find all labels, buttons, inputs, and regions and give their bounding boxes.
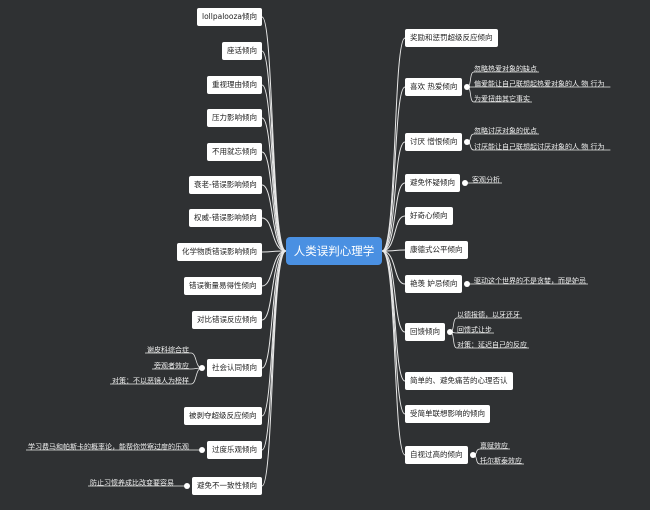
left-branch-12-subtopic-0[interactable]: 学习费马和帕斯卡的概率论，能帮你觉察过度的乐观 [28,443,189,451]
right-branch-4[interactable]: 好奇心倾向 [405,207,453,225]
right-branch-7-subtopic-1[interactable]: 回馈式让步 [457,326,492,334]
left-branch-13[interactable]: 避免不一致性倾向 [192,477,262,495]
left-branch-1[interactable]: 座话倾向 [222,42,262,60]
left-branch-10[interactable]: 社会认同倾向 [207,359,262,377]
right-branch-3-subtopic-0[interactable]: 客观分析 [472,176,500,184]
collapse-dot[interactable] [462,180,468,186]
right-branch-7-subtopic-0[interactable]: 以德报德，以牙还牙 [457,311,520,319]
right-branch-0[interactable]: 奖励和惩罚超级反应倾向 [405,29,498,47]
left-branch-7[interactable]: 化学物质错误影响倾向 [177,243,262,261]
collapse-dot[interactable] [464,84,470,90]
collapse-dot[interactable] [464,139,470,145]
right-branch-3[interactable]: 避免怀疑倾向 [405,174,460,192]
right-branch-2-subtopic-1[interactable]: 讨厌能让自己联想起讨厌对象的人 物 行为 [474,143,605,151]
left-branch-10-subtopic-2[interactable]: 对策：不以恶镜人为榜样 [112,377,189,385]
collapse-dot[interactable] [199,447,205,453]
collapse-dot[interactable] [464,281,470,287]
left-branch-8[interactable]: 错误衡量易得性倾向 [184,277,262,295]
left-branch-4[interactable]: 不用就忘倾向 [207,143,262,161]
collapse-dot[interactable] [184,483,190,489]
right-branch-10-subtopic-0[interactable]: 禀赋效应 [480,442,508,450]
left-branch-10-subtopic-0[interactable]: 谢皮科综合症 [147,346,189,354]
right-branch-1[interactable]: 喜欢 热爱倾向 [405,78,463,96]
right-branch-10[interactable]: 自视过高的倾向 [405,446,468,464]
right-branch-8[interactable]: 简单的、避免痛苦的心理否认 [405,372,513,390]
collapse-dot[interactable] [199,365,205,371]
left-branch-12[interactable]: 过度乐观倾向 [207,441,262,459]
central-topic[interactable]: 人类误判心理学 [286,237,382,265]
left-branch-5[interactable]: 衰老-错误影响倾向 [189,176,262,194]
right-branch-9[interactable]: 受简单联想影响的倾向 [405,405,490,423]
right-branch-1-subtopic-0[interactable]: 忽略热爱对象的缺点 [474,65,537,73]
collapse-dot[interactable] [447,329,453,335]
right-branch-2-subtopic-0[interactable]: 忽略讨厌对象的优点 [474,127,537,135]
left-branch-6[interactable]: 权威-错误影响倾向 [189,209,262,227]
right-branch-2[interactable]: 讨厌 憎恨倾向 [405,133,463,151]
right-branch-10-subtopic-1[interactable]: 托尔斯泰效应 [480,457,522,465]
left-branch-0[interactable]: lollpalooza倾向 [197,8,262,26]
left-branch-3[interactable]: 压力影响倾向 [207,109,262,127]
left-branch-9[interactable]: 对比错误反应倾向 [192,311,262,329]
left-branch-13-subtopic-0[interactable]: 防止习惯养成比改变要容易 [90,479,174,487]
right-branch-1-subtopic-2[interactable]: 为爱扭曲其它事实 [474,95,530,103]
right-branch-1-subtopic-1[interactable]: 偏爱能让自己联想起热爱对象的人 物 行为 [474,80,605,88]
left-branch-10-subtopic-1[interactable]: 旁观者效应 [154,362,189,370]
right-branch-7-subtopic-2[interactable]: 对策：延迟自己的反应 [457,341,527,349]
left-branch-2[interactable]: 重视理由倾向 [207,76,262,94]
right-branch-6-subtopic-0[interactable]: 驱动这个世界的不是贪婪，而是妒忌 [474,277,586,285]
right-branch-7[interactable]: 回馈倾向 [405,323,445,341]
right-branch-6[interactable]: 艳羡 妒忌倾向 [405,275,463,293]
left-branch-11[interactable]: 被剥夺超级反应倾向 [184,407,262,425]
collapse-dot[interactable] [470,452,476,458]
right-branch-5[interactable]: 康德式公平倾向 [405,241,468,259]
